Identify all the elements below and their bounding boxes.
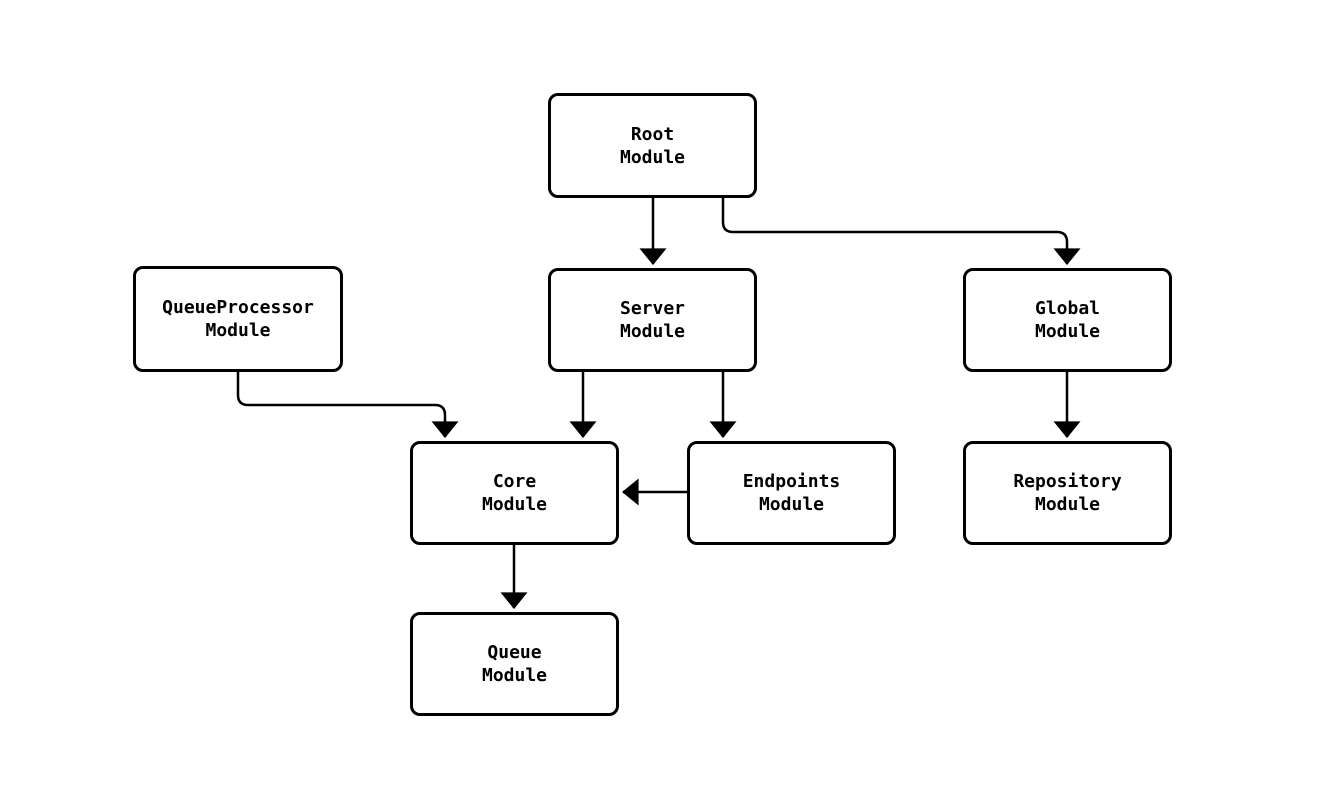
- edge-root-to-global: [721, 198, 1081, 266]
- node-root-module-label: Root Module: [619, 123, 686, 168]
- node-global-module: Global Module: [963, 268, 1172, 372]
- node-server-module: Server Module: [548, 268, 757, 372]
- node-server-module-label: Server Module: [619, 298, 686, 342]
- node-endpoints-module: Endpoints Module: [687, 441, 896, 545]
- node-repository-module-label: Repository Module: [1013, 471, 1122, 515]
- node-queueprocessor-module: QueueProcessor Module: [133, 266, 343, 372]
- node-core-module: Core Module: [410, 441, 619, 545]
- edge-queueprocessor-to-core: [236, 372, 459, 439]
- node-core-module-label: Core Module: [481, 471, 548, 515]
- node-root-module: Root Module: [548, 93, 757, 198]
- node-queueprocessor-module-label: QueueProcessor Module: [162, 297, 314, 341]
- node-queue-module: Queue Module: [410, 612, 619, 716]
- node-global-module-label: Global Module: [1034, 298, 1101, 342]
- node-repository-module: Repository Module: [963, 441, 1172, 545]
- node-queue-module-label: Queue Module: [481, 642, 548, 686]
- node-endpoints-module-label: Endpoints Module: [742, 471, 841, 515]
